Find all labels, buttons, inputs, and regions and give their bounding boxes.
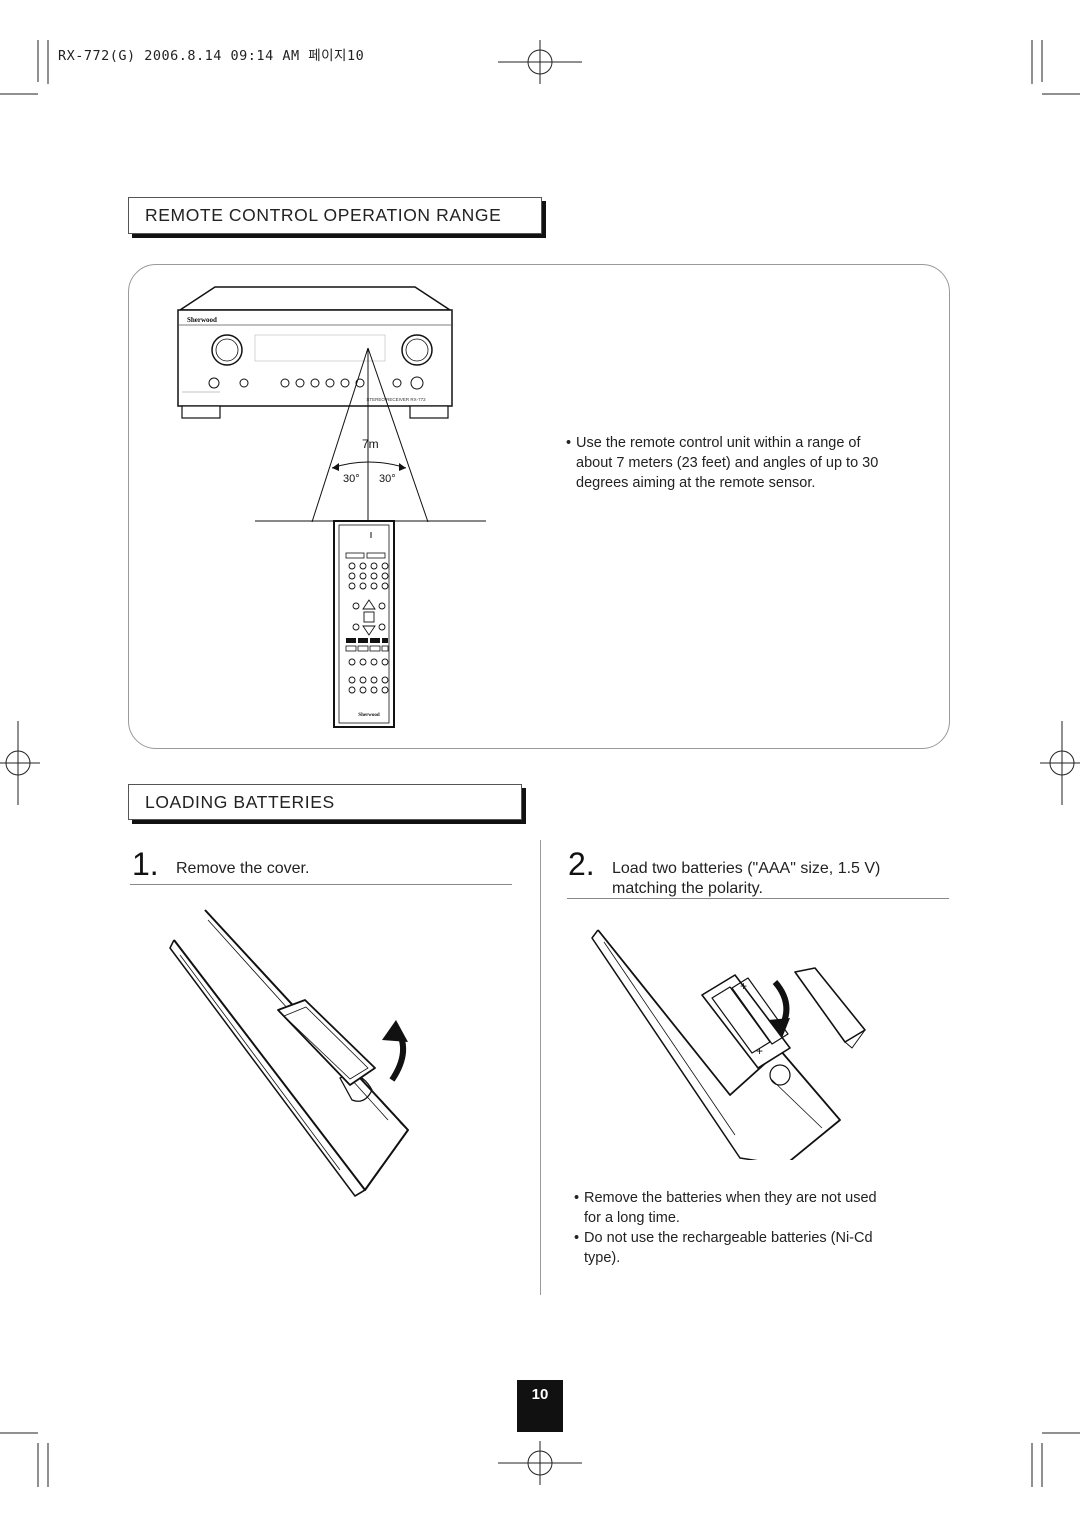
receiver-model-label: STEREO RECEIVER RX-772 [366,397,426,402]
print-header: RX-772(G) 2006.8.14 09:14 AM 페이지10 [58,48,365,64]
page-number: 10 [517,1380,563,1432]
battery-note-2: • Do not use the rechargeable batteries … [574,1228,934,1268]
column-divider [540,840,541,1295]
remove-cover-illustration [169,909,409,1197]
bullet-icon: • [574,1230,580,1246]
battery-note-2-line-2: type). [584,1250,621,1266]
bullet-icon: • [574,1190,580,1206]
battery-note-1: • Remove the batteries when they are not… [574,1188,934,1228]
battery-note-1-line-2: for a long time. [584,1210,680,1226]
angle-left-label: 30° [343,473,360,485]
step-2-text-line-2: matching the polarity. [612,880,763,897]
load-batteries-illustration: + + [591,929,866,1160]
range-diagram: Sherwood STEREO RECEIVER RX-772 7m 30° 3… [177,286,486,728]
step-1-number: 1. [132,846,159,882]
receiver-brand-label: Sherwood [187,316,217,324]
section-title-loading-batteries: LOADING BATTERIES [145,792,335,812]
battery-note-2-line-1: Do not use the rechargeable batteries (N… [584,1230,873,1246]
step-2-number: 2. [568,846,595,882]
step-2-underline [567,898,949,899]
remote-illustration [333,520,395,728]
range-note: • Use the remote control unit within a r… [566,433,936,493]
section-title-remote-range: REMOTE CONTROL OPERATION RANGE [145,205,502,225]
battery-note-1-line-1: Remove the batteries when they are not u… [584,1190,877,1206]
angle-right-label: 30° [379,473,396,485]
step-2-text-line-1: Load two batteries ("AAA" size, 1.5 V) [612,860,881,877]
range-note-line-1: Use the remote control unit within a ran… [576,435,861,451]
svg-text:+: + [740,979,747,993]
distance-label: 7m [362,437,379,451]
svg-text:+: + [756,1044,763,1058]
curved-arrow-down-icon [768,1018,790,1038]
remote-brand-label: Sherwood [358,713,380,718]
range-note-line-3: degrees aiming at the remote sensor. [576,475,816,491]
step-1-underline [130,884,512,885]
receiver-illustration [177,286,453,419]
curved-arrow-up-icon [382,1020,408,1042]
step-1-text: Remove the cover. [176,860,310,877]
bullet-icon: • [566,435,572,451]
section-title-box-loading-batteries: LOADING BATTERIES [128,784,522,820]
section-title-box-remote-range: REMOTE CONTROL OPERATION RANGE [128,197,542,234]
range-note-line-2: about 7 meters (23 feet) and angles of u… [576,455,879,471]
